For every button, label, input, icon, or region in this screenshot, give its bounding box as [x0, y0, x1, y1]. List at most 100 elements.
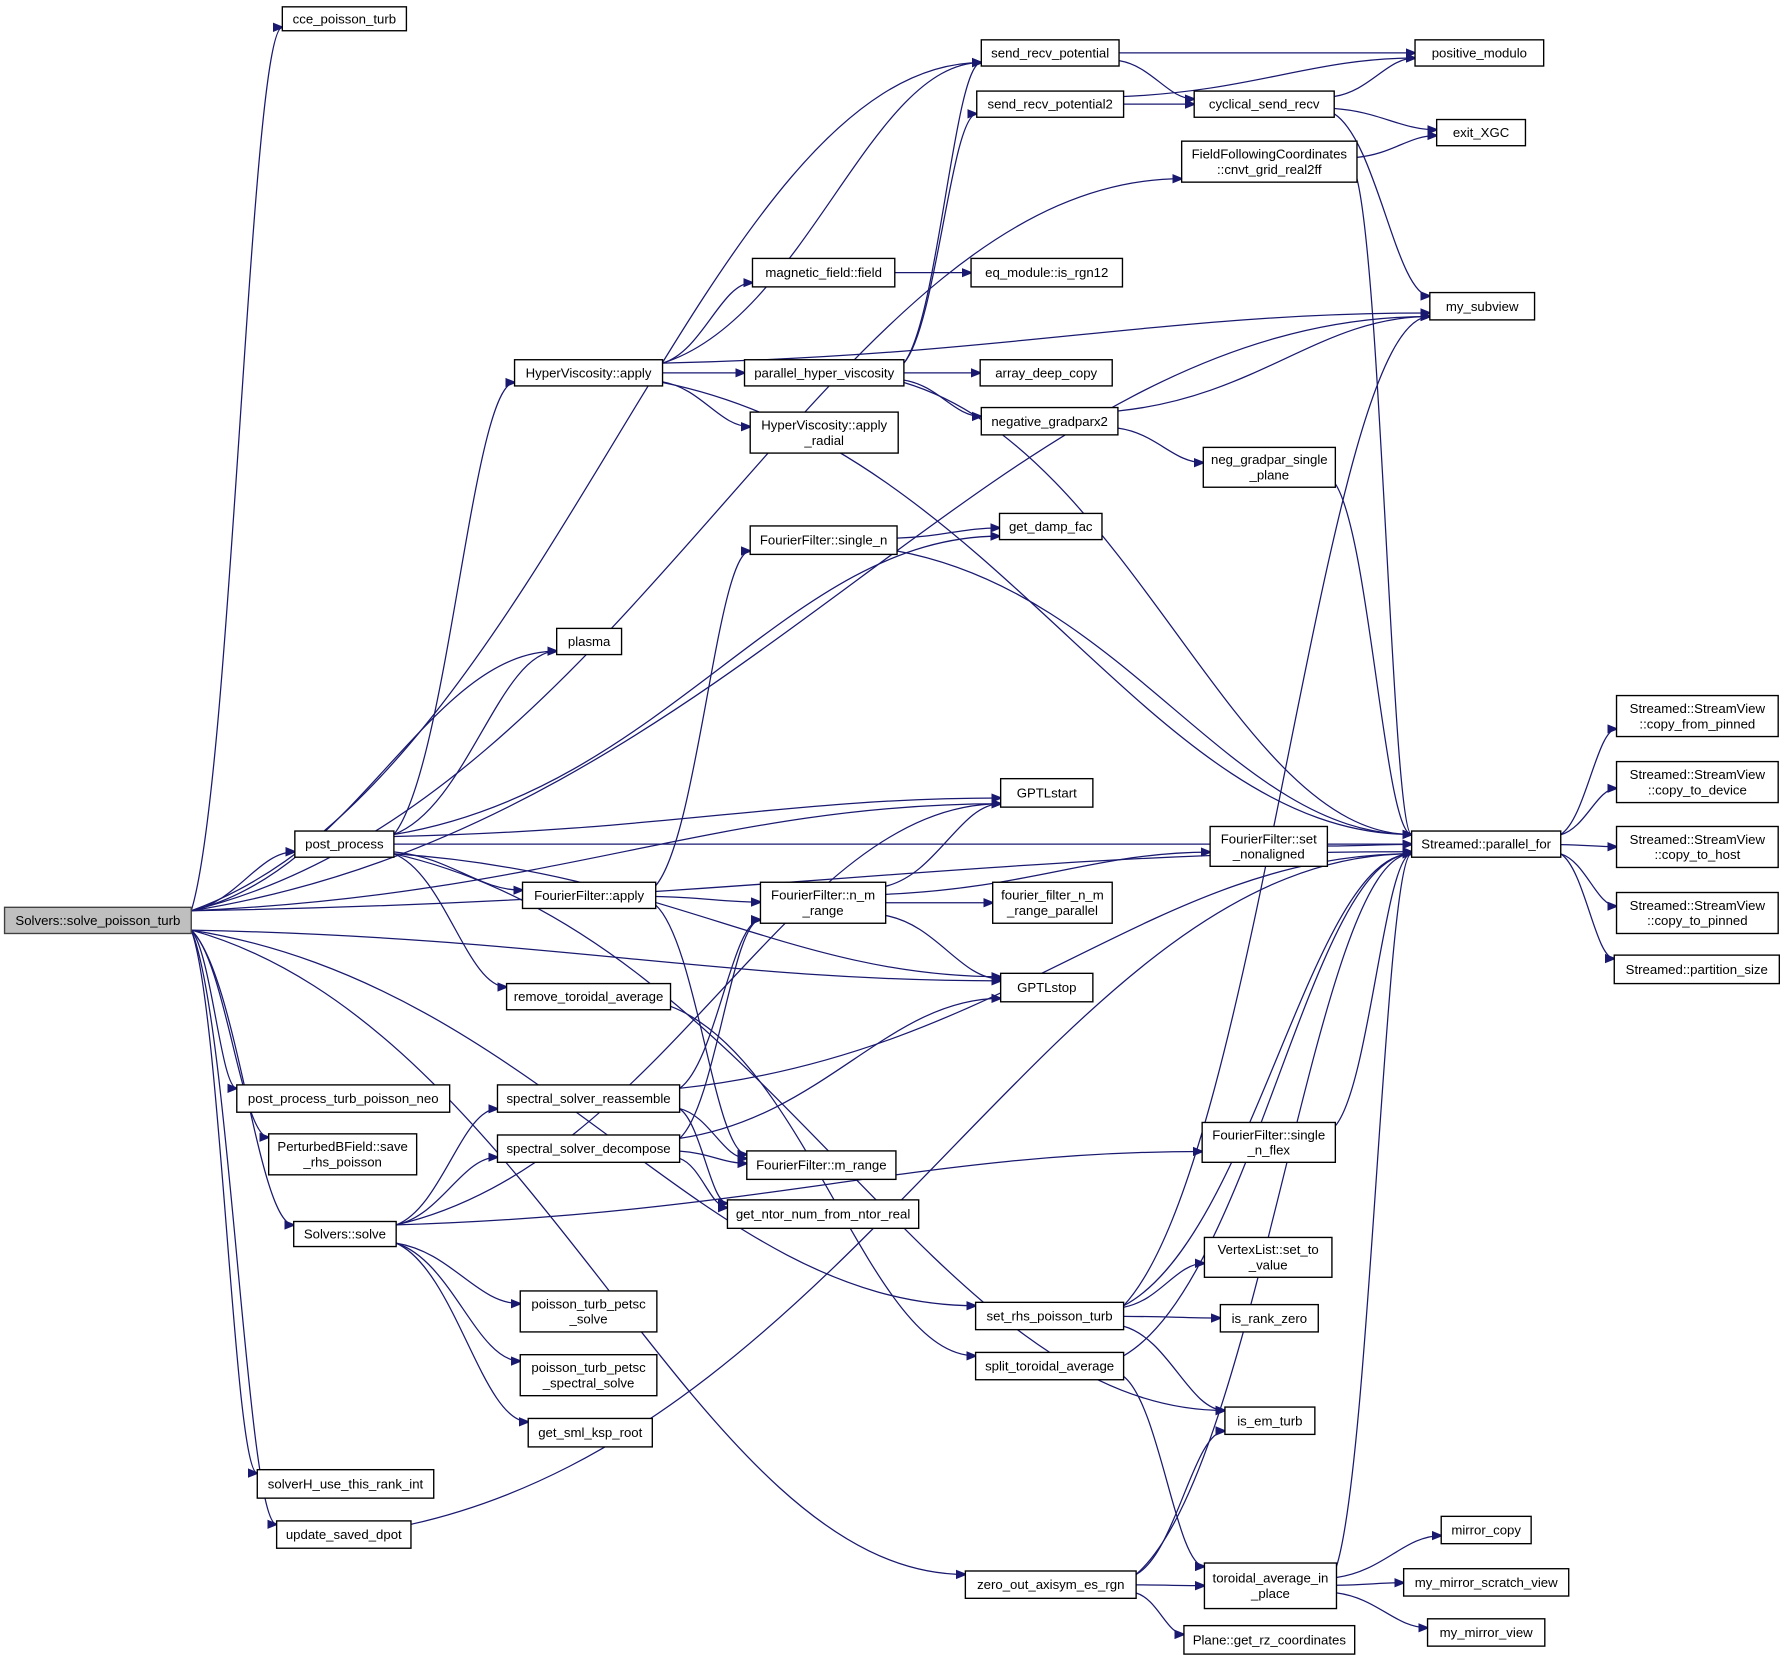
edge-set_rhs_poisson_turb-to-set_to_value [1123, 1263, 1205, 1308]
node-ff_set_nonaligned[interactable]: FourierFilter::set_nonaligned [1209, 825, 1329, 868]
node-set_rhs_poisson_turb[interactable]: set_rhs_poisson_turb [974, 1301, 1125, 1331]
edge-cyclical_send_recv-to-my_subview [1333, 113, 1430, 296]
node-box [1203, 1236, 1333, 1278]
edge-solvers_solve-to-ff_single_n_flex [396, 1151, 1202, 1226]
node-negative_gradparx2[interactable]: negative_gradparx2 [980, 406, 1119, 436]
node-ff_single_n[interactable]: FourierFilter::single_n [749, 525, 898, 556]
edge-solvers_solve-to-poisson_turb_petsc_solve [396, 1242, 520, 1304]
node-label: ::cnvt_grid_real2ff [1217, 162, 1322, 177]
node-label: Streamed::StreamView [1630, 832, 1766, 847]
node-remove_toroidal_average[interactable]: remove_toroidal_average [505, 982, 672, 1011]
node-send_recv_potential2[interactable]: send_recv_potential2 [976, 90, 1125, 118]
edge-solve_poisson_turb-to-solverH_use_this_rank_int [190, 929, 257, 1473]
node-is_em_turb[interactable]: is_em_turb [1224, 1406, 1316, 1436]
node-label: split_toroidal_average [985, 1359, 1114, 1374]
node-box [1193, 90, 1335, 118]
node-mirror_copy[interactable]: mirror_copy [1440, 1515, 1532, 1545]
edge-parallel_hyper_viscosity-to-send_recv_potential [903, 63, 981, 364]
node-cyclical_send_recv[interactable]: cyclical_send_recv [1193, 90, 1335, 118]
node-update_saved_dpot[interactable]: update_saved_dpot [275, 1520, 412, 1549]
node-label: mirror_copy [1451, 1523, 1521, 1538]
node-toroidal_average_in_place[interactable]: toroidal_average_in_place [1203, 1562, 1338, 1610]
node-box [999, 972, 1094, 1003]
node-label: HyperViscosity::apply [526, 365, 652, 380]
node-GPTLstop[interactable]: GPTLstop [999, 972, 1094, 1003]
node-get_damp_fac[interactable]: get_damp_fac [998, 512, 1103, 541]
node-exit_XGC[interactable]: exit_XGC [1435, 118, 1527, 147]
node-label: zero_out_axisym_es_rgn [977, 1577, 1124, 1592]
node-solvers_solve[interactable]: Solvers::solve [293, 1220, 397, 1248]
node-is_rank_zero[interactable]: is_rank_zero [1219, 1303, 1319, 1333]
node-partition_size[interactable]: Streamed::partition_size [1613, 954, 1781, 985]
node-magnetic_field_field[interactable]: magnetic_field::field [751, 257, 896, 288]
node-copy_to_device[interactable]: Streamed::StreamView::copy_to_device [1615, 760, 1779, 804]
node-label: set_rhs_poisson_turb [987, 1309, 1113, 1324]
node-neg_gradpar_single_plane[interactable]: neg_gradpar_single_plane [1202, 446, 1337, 488]
node-is_rgn12[interactable]: eq_module::is_rgn12 [970, 257, 1124, 288]
node-parallel_for[interactable]: Streamed::parallel_for [1410, 830, 1562, 858]
node-copy_to_pinned[interactable]: Streamed::StreamView::copy_to_pinned [1615, 891, 1779, 935]
node-get_rz_coordinates[interactable]: Plane::get_rz_coordinates [1183, 1624, 1356, 1655]
node-poisson_turb_petsc_solve[interactable]: poisson_turb_petsc_solve [519, 1290, 658, 1333]
node-box [1202, 446, 1337, 488]
node-split_toroidal_average[interactable]: split_toroidal_average [974, 1351, 1125, 1381]
node-box [1183, 1624, 1356, 1655]
node-post_process_turb_poisson_neo[interactable]: post_process_turb_poisson_neo [236, 1084, 451, 1113]
node-ff_single_n_flex[interactable]: FourierFilter::single_n_flex [1201, 1121, 1337, 1163]
node-zero_out_axisym_es_rgn[interactable]: zero_out_axisym_es_rgn [964, 1570, 1137, 1599]
node-poisson_turb_petsc_spectral_solve[interactable]: poisson_turb_petsc_spectral_solve [519, 1354, 658, 1397]
edge-spectral_solver_reassemble-to-ff_n_m_range [679, 920, 761, 1089]
node-label: _solve [568, 1312, 607, 1327]
node-label: cce_poisson_turb [293, 11, 396, 26]
node-cce_poisson_turb[interactable]: cce_poisson_turb [281, 6, 408, 32]
node-label: Solvers::solve_poisson_turb [15, 913, 180, 928]
node-GPTLstart[interactable]: GPTLstart [999, 777, 1094, 808]
node-box [267, 1133, 418, 1176]
edge-parallel_for-to-copy_to_device [1560, 788, 1617, 836]
edge-spectral_solver_reassemble-to-ff_m_range [679, 1107, 747, 1159]
node-box [293, 1220, 397, 1248]
edge-hv_apply-to-magnetic_field_field [662, 283, 753, 364]
node-ff_n_m_range[interactable]: FourierFilter::n_m_range [759, 881, 887, 924]
node-plasma[interactable]: plasma [555, 627, 623, 656]
node-ff_apply[interactable]: FourierFilter::apply [521, 881, 657, 910]
node-solverH_use_this_rank_int[interactable]: solverH_use_this_rank_int [256, 1468, 435, 1499]
node-get_ntor_num_from_ntor_real[interactable]: get_ntor_num_from_ntor_real [726, 1199, 920, 1230]
node-set_to_value[interactable]: VertexList::set_to_value [1203, 1236, 1333, 1278]
node-label: Streamed::partition_size [1626, 962, 1768, 977]
node-copy_to_host[interactable]: Streamed::StreamView::copy_to_host [1615, 825, 1779, 869]
node-solve_poisson_turb[interactable]: Solvers::solve_poisson_turb [3, 906, 192, 935]
edge-zero_out_axisym_es_rgn-to-toroidal_average_in_place [1136, 1585, 1204, 1586]
node-ff_m_range[interactable]: FourierFilter::m_range [746, 1150, 897, 1181]
node-box [1435, 118, 1527, 147]
node-save_rhs_poisson[interactable]: PerturbedBField::save_rhs_poisson [267, 1133, 418, 1176]
node-hv_apply[interactable]: HyperViscosity::apply [513, 359, 664, 387]
node-label: fourier_filter_n_m [1001, 888, 1104, 903]
edge-hv_apply-to-my_subview [662, 313, 1430, 364]
node-box [555, 627, 623, 656]
node-spectral_solver_reassemble[interactable]: spectral_solver_reassemble [496, 1084, 681, 1113]
node-fourier_filter_n_m_range_parallel[interactable]: fourier_filter_n_m_range_parallel [992, 881, 1113, 924]
edge-send_recv_potential2-to-positive_modulo [1123, 58, 1415, 98]
node-send_recv_potential[interactable]: send_recv_potential [980, 39, 1120, 67]
node-box [505, 982, 672, 1011]
node-copy_from_pinned[interactable]: Streamed::StreamView::copy_from_pinned [1615, 694, 1779, 738]
node-label: poisson_turb_petsc [531, 1360, 646, 1375]
node-label: my_mirror_scratch_view [1415, 1575, 1558, 1590]
node-box [749, 411, 899, 454]
node-cnvt_grid_real2ff[interactable]: FieldFollowingCoordinates::cnvt_grid_rea… [1180, 140, 1358, 183]
edge-split_toroidal_average-to-toroidal_average_in_place [1123, 1375, 1205, 1566]
node-my_subview[interactable]: my_subview [1429, 291, 1536, 321]
node-box [281, 6, 408, 32]
node-label: post_process [305, 837, 384, 852]
node-hv_apply_radial[interactable]: HyperViscosity::apply_radial [749, 411, 899, 454]
node-post_process[interactable]: post_process [294, 830, 395, 858]
node-spectral_solver_decompose[interactable]: spectral_solver_decompose [496, 1134, 681, 1163]
node-my_mirror_scratch_view[interactable]: my_mirror_scratch_view [1402, 1568, 1570, 1597]
node-my_mirror_view[interactable]: my_mirror_view [1426, 1618, 1546, 1647]
node-get_sml_ksp_root[interactable]: get_sml_ksp_root [527, 1417, 653, 1448]
node-parallel_hyper_viscosity[interactable]: parallel_hyper_viscosity [743, 359, 905, 387]
edge-solvers_solve-to-poisson_turb_petsc_spectral_solve [395, 1242, 520, 1361]
node-positive_modulo[interactable]: positive_modulo [1414, 39, 1545, 67]
node-array_deep_copy[interactable]: array_deep_copy [979, 359, 1113, 387]
